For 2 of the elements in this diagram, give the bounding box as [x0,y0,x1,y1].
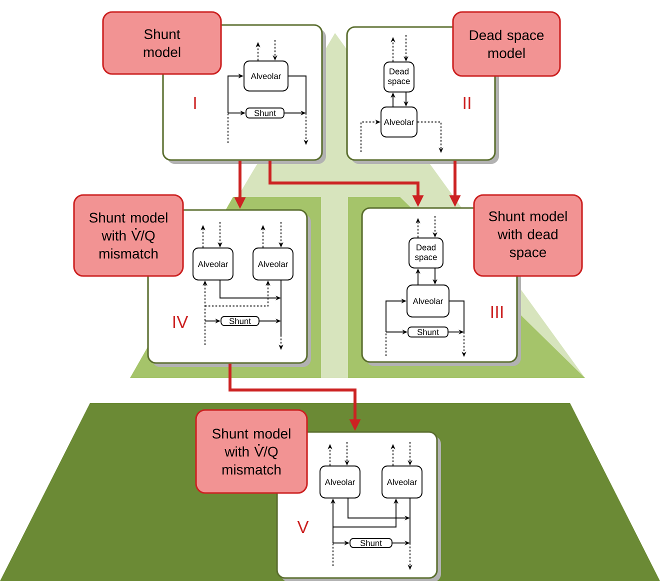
title-box: Shunt model with V̇/Q mismatch [73,194,184,277]
title-box: Shunt model with V̇/Q mismatch [195,409,308,494]
